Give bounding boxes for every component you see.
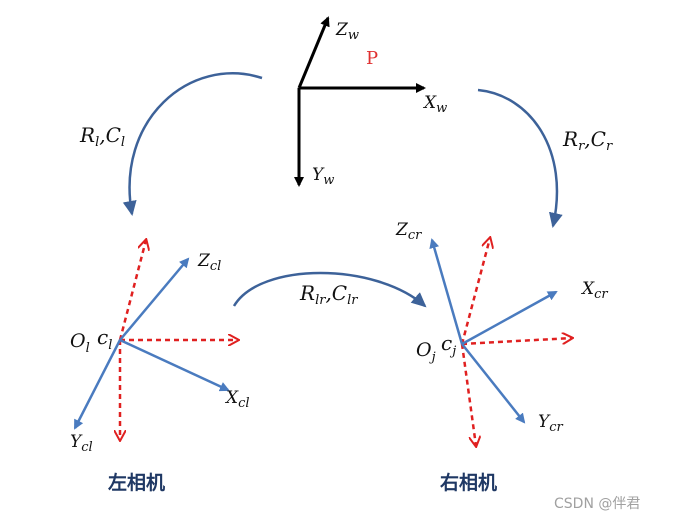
world-z-label: Zw xyxy=(335,20,359,43)
right-y-axis xyxy=(461,343,526,424)
right-origin-label: Oj xyxy=(416,339,436,365)
world-y-label: Yw xyxy=(312,165,334,188)
world-z-axis xyxy=(297,16,330,89)
left-y-axis xyxy=(73,339,122,430)
left-camera-frame: Ol cl Zcl Xcl Ycl 左相机 xyxy=(70,240,250,494)
left-transform-label: Rl,Cl xyxy=(79,123,125,150)
world-x-label: Xw xyxy=(422,93,447,116)
watermark: CSDN @伴君 xyxy=(554,496,640,512)
right-transform-label: Rr,Cr xyxy=(562,127,613,154)
lr-transform-label: Rlr,Clr xyxy=(299,281,358,308)
right-c-label: cj xyxy=(441,331,456,359)
right-y-label: Ycr xyxy=(538,412,564,435)
left-c-label: cl xyxy=(97,325,112,353)
right-z-label: Zcr xyxy=(395,220,422,243)
right-dashed-up-axis xyxy=(460,238,490,345)
right-transform-arrow xyxy=(477,88,563,228)
lr-transform-arrow xyxy=(232,271,427,308)
right-z-axis xyxy=(429,238,464,345)
right-x-label: Xcr xyxy=(580,279,608,302)
left-x-axis xyxy=(119,338,230,392)
left-z-label: Zcl xyxy=(197,251,221,274)
point-p-label: P xyxy=(366,48,378,69)
world-frame: Zw Xw Yw P xyxy=(294,16,447,188)
left-z-axis xyxy=(119,257,190,341)
left-camera-caption: 左相机 xyxy=(108,471,165,494)
right-camera-frame: Oj cj Zcr Xcr Ycr 右相机 xyxy=(395,220,608,494)
right-camera-caption: 右相机 xyxy=(439,471,497,494)
right-dashed-right-axis xyxy=(461,338,572,346)
right-x-axis xyxy=(461,290,558,346)
left-origin-label: Ol xyxy=(70,330,90,356)
left-y-label: Ycl xyxy=(70,432,93,455)
left-x-label: Xcl xyxy=(224,388,250,411)
right-dashed-down-axis xyxy=(460,343,476,446)
transform-arrows: Rl,Cl Rr,Cr Rlr,Clr xyxy=(79,72,613,308)
left-transform-arrow xyxy=(122,72,263,216)
